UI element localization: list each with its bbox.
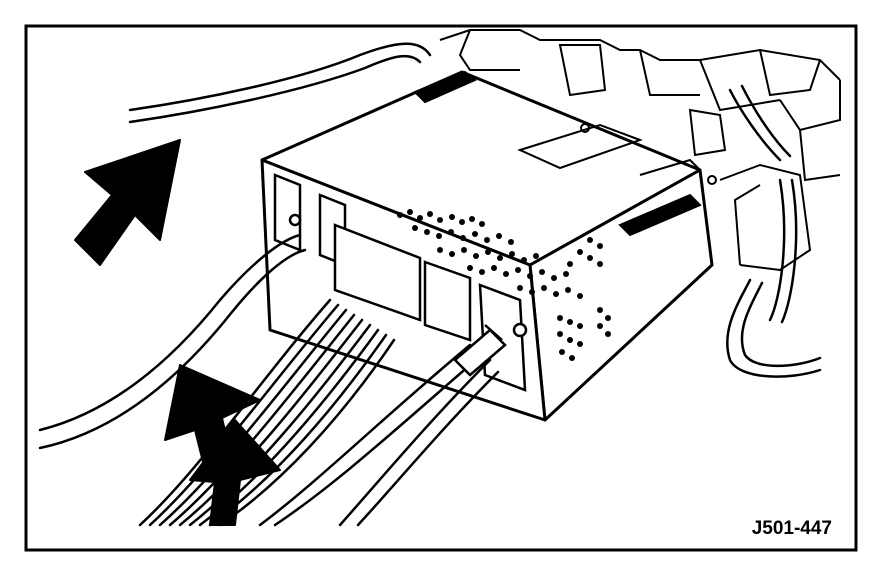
arrow-top-left (74, 139, 181, 266)
module-top-details (413, 70, 717, 237)
mounting-bracket (439, 29, 841, 272)
cable-sleeve (453, 324, 507, 377)
arrow-bottom (189, 419, 281, 526)
vent-holes (397, 209, 611, 361)
front-connectors (273, 173, 528, 392)
cables (38, 42, 822, 527)
arrows (74, 139, 281, 526)
figure-id-label: J501-447 (751, 518, 832, 539)
